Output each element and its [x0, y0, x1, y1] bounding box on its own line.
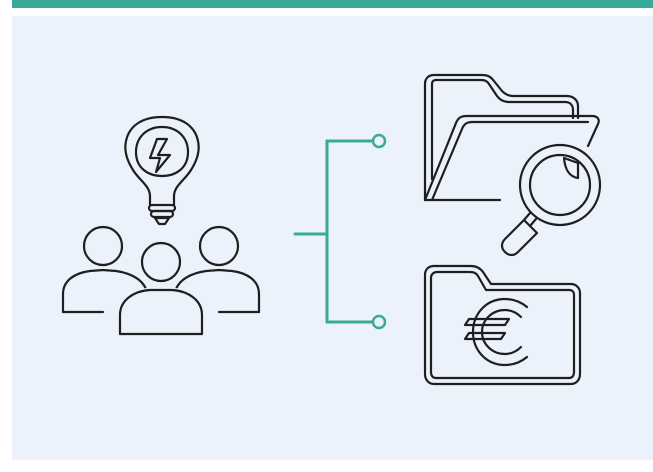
people-group-icon — [61, 225, 261, 336]
accent-top-bar — [12, 0, 653, 8]
euro-folder-icon — [423, 264, 582, 386]
lightbulb-icon — [124, 115, 200, 226]
connector-dot-top — [371, 133, 387, 149]
connector-dot-bottom — [371, 314, 387, 330]
folder-search-icon — [423, 73, 604, 257]
diagram-panel — [12, 16, 653, 460]
connector-lines — [293, 133, 387, 330]
